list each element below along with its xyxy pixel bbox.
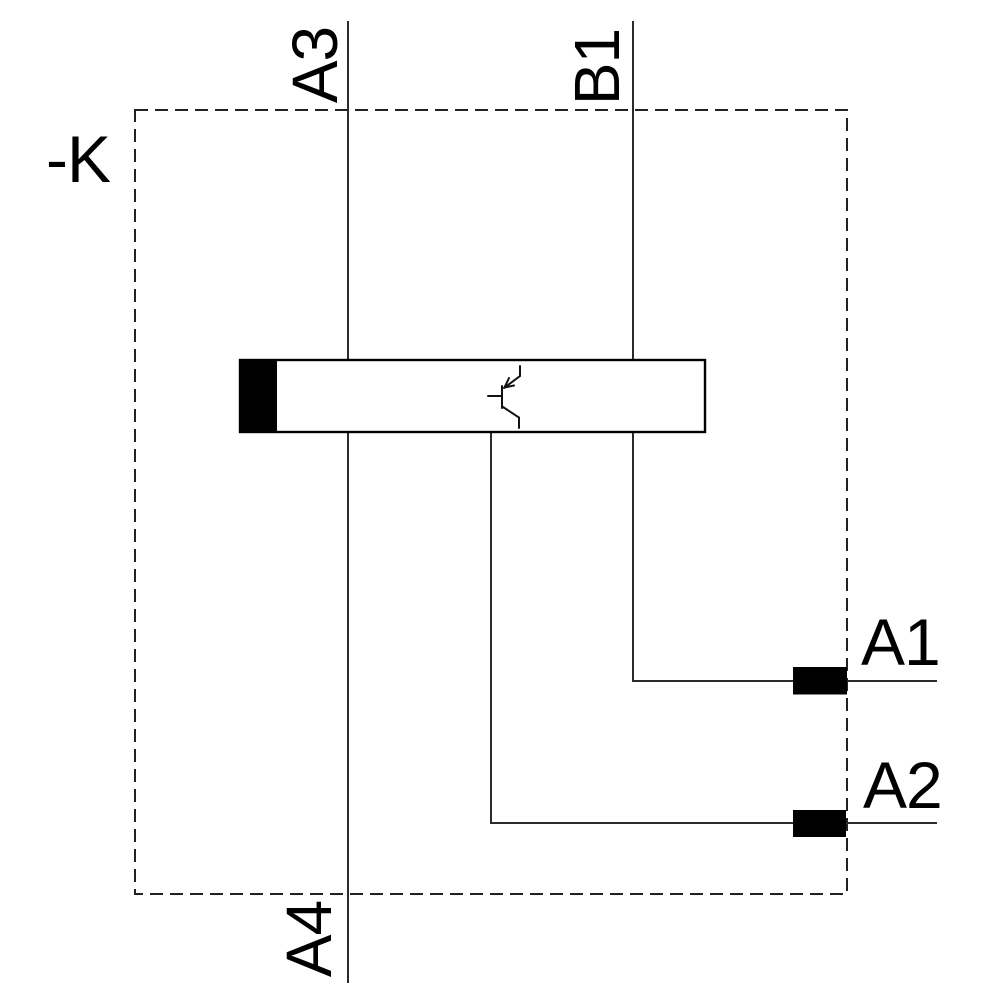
- transistor-collector: [503, 365, 521, 389]
- transistor-arrow-barb-1: [503, 384, 515, 389]
- component-black-band: [240, 360, 277, 432]
- transistor-emitter: [502, 406, 520, 429]
- pin-label-b1: B1: [561, 28, 633, 106]
- transistor-icon: [487, 365, 521, 429]
- wire-a2: [490, 432, 937, 824]
- terminal-block-a1: [793, 667, 847, 695]
- device-label: -K: [46, 122, 111, 196]
- component-body: [238, 358, 707, 434]
- terminal-label-a2: A2: [863, 748, 943, 822]
- wire-b1-a1: [632, 21, 937, 682]
- terminal-block-a2: [793, 810, 846, 837]
- terminal-label-a1: A1: [861, 605, 941, 679]
- pin-label-a3: A3: [279, 26, 351, 104]
- device-boundary: [134, 109, 848, 895]
- transistor-arrow-barb-2: [503, 377, 510, 389]
- pin-label-a4: A4: [273, 900, 345, 978]
